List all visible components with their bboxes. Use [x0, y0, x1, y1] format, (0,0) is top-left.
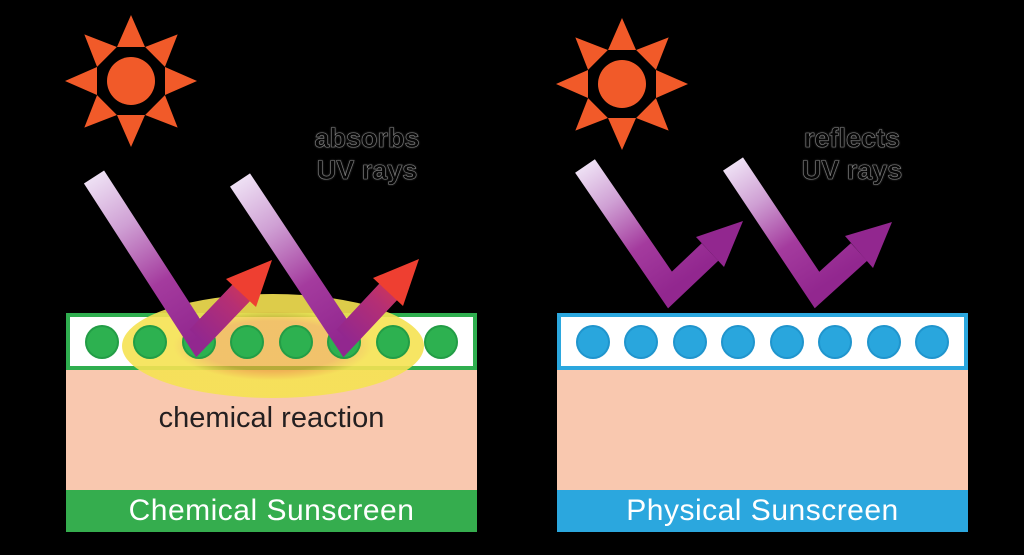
physical-sunscreen-layer: [557, 313, 968, 370]
physical-particle-row: [561, 317, 964, 366]
uv-arrowhead-icon: [696, 221, 743, 267]
reflects-annotation-line2: UV rays: [801, 155, 903, 186]
absorbs-annotation-line2: UV rays: [316, 155, 418, 186]
sunscreen-particle: [278, 324, 313, 359]
absorbs-annotation-line1: absorbs: [314, 123, 420, 154]
sun-icon: [556, 18, 688, 150]
chemical-reaction-label: chemical reaction: [158, 402, 385, 434]
sunscreen-particle: [424, 324, 459, 359]
sunscreen-particle: [575, 324, 610, 359]
sunscreen-particle: [181, 324, 216, 359]
uv-ray-reflected-arrow: [575, 159, 743, 309]
physical-skin-layer: [557, 370, 968, 490]
reflects-annotation-line1: reflects: [803, 123, 901, 154]
sunscreen-particle: [672, 324, 707, 359]
sunscreen-particle: [230, 324, 265, 359]
sunscreen-particle: [327, 324, 362, 359]
uv-arrowhead-icon: [845, 222, 892, 268]
physical-title-bar: Physical Sunscreen: [557, 490, 968, 532]
absorbs-annotation: absorbs UV rays: [282, 122, 452, 186]
chemical-sunscreen-layer: [66, 313, 477, 370]
sunscreen-particle: [721, 324, 756, 359]
sunscreen-particle: [133, 324, 168, 359]
sunscreen-particle: [866, 324, 901, 359]
sunscreen-particle: [624, 324, 659, 359]
sunscreen-particle: [818, 324, 853, 359]
heat-arrowhead-icon: [373, 259, 419, 306]
sunscreen-particle: [84, 324, 119, 359]
sunscreen-particle: [915, 324, 950, 359]
reflects-annotation: reflects UV rays: [767, 122, 937, 186]
sun-icon: [65, 15, 197, 147]
sunscreen-particle: [769, 324, 804, 359]
sunscreen-particle: [375, 324, 410, 359]
chemical-particle-row: [70, 317, 473, 366]
chemical-title-bar: Chemical Sunscreen: [66, 490, 477, 532]
